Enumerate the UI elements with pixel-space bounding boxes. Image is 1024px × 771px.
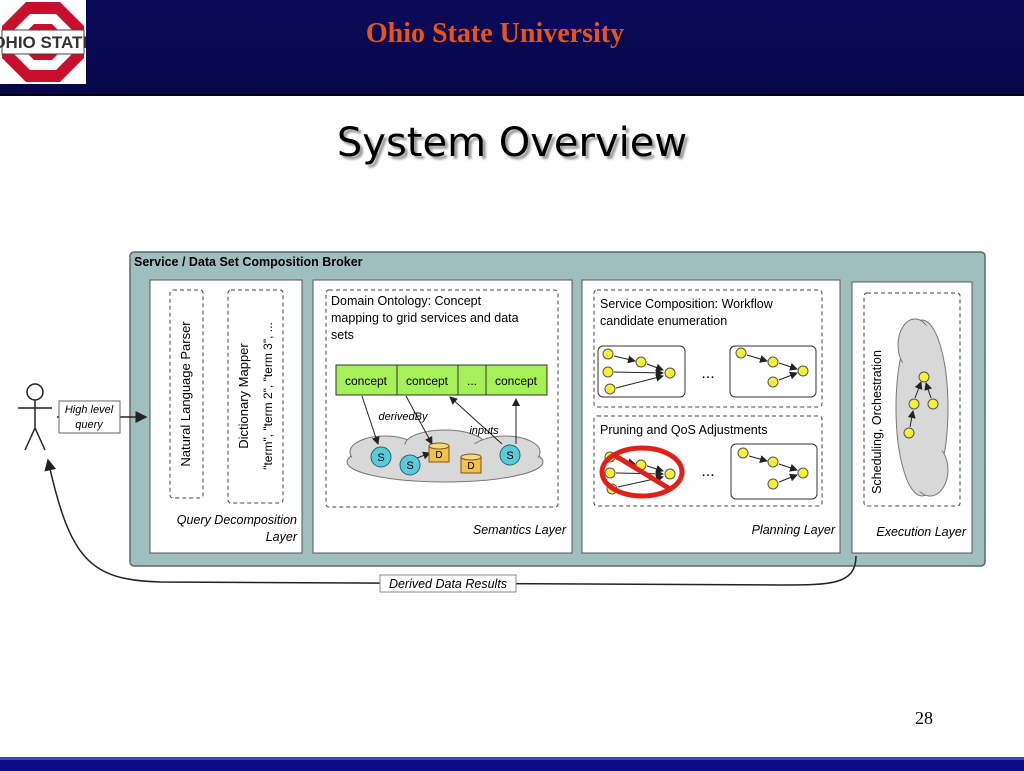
logo-text: OHIO STATE (0, 33, 86, 52)
concept-cell (457, 364, 487, 396)
slide-title: System Overview (336, 120, 688, 166)
derived-results-label: Derived Data Results (389, 577, 507, 591)
pruning-ellipsis: ... (701, 463, 714, 480)
system-overview-diagram: Service / Data Set Composition Broker Hi… (18, 251, 986, 593)
service-letter: S (506, 450, 513, 462)
domain-ontology-heading-2: mapping to grid services and data (331, 311, 519, 325)
planning-layer-label: Planning Layer (752, 523, 836, 537)
header-title: Ohio State University (365, 18, 625, 49)
query-decomposition-layer-label-2: Layer (266, 530, 298, 544)
derived-results-box (379, 574, 517, 593)
concept-label: concept (345, 374, 388, 388)
concept-label: ... (467, 374, 477, 388)
high-level-query-label-1: High level (65, 404, 114, 416)
execution-layer-label: Execution Layer (876, 525, 966, 539)
dictionary-mapper-box (227, 289, 284, 504)
data-letter: D (435, 450, 442, 461)
natural-language-parser-label: Natural Language Parser (178, 321, 193, 467)
pruning-heading: Pruning and QoS Adjustments (600, 423, 767, 437)
concept-label: concept (495, 374, 538, 388)
execution-workflow (903, 371, 939, 439)
footer-bar (0, 757, 1024, 771)
service-node: S (399, 454, 421, 476)
semantics-layer-label: Semantics Layer (473, 523, 567, 537)
service-letter: S (406, 460, 413, 472)
prohibited-icon (599, 445, 685, 499)
workflow-candidate (597, 345, 686, 398)
dictionary-mapper-terms: "term", "term 2", "term 3", ... (261, 322, 275, 470)
service-letter: S (377, 452, 384, 464)
service-node: S (370, 446, 392, 468)
high-level-query-box (58, 400, 121, 434)
concept-label: concept (406, 374, 449, 388)
page-number: 28 (915, 708, 933, 728)
data-letter: D (467, 461, 474, 472)
data-node: D (428, 442, 450, 463)
dictionary-mapper-title: Dictionary Mapper (236, 343, 251, 449)
service-composition-heading-2: candidate enumeration (600, 314, 727, 328)
derived-by-label: derivedBy (379, 411, 429, 423)
concept-cell (485, 364, 548, 396)
scheduling-label: Scheduling, Orchestration (870, 350, 884, 494)
concept-row: concept concept ... concept (335, 364, 548, 396)
service-node: S (499, 444, 521, 466)
workflow-candidate (729, 345, 817, 398)
concept-cell (396, 364, 459, 396)
broker-title: Service / Data Set Composition Broker (134, 255, 363, 269)
concept-cell (335, 364, 398, 396)
user-icon (18, 383, 52, 451)
data-node: D (460, 453, 482, 474)
service-composition-heading-1: Service Composition: Workflow (600, 297, 774, 311)
domain-ontology-heading-3: sets (331, 328, 354, 342)
inputs-label: inputs (469, 425, 499, 437)
natural-language-parser-box (169, 289, 204, 499)
workflow-candidate (730, 443, 818, 500)
derived-results-arrow (44, 458, 857, 586)
composition-ellipsis: ... (701, 365, 714, 382)
high-level-query-label-2: query (75, 419, 104, 431)
university-logo: OHIO STATE (0, 0, 94, 84)
header-bar: OHIO STATE Ohio State University (0, 0, 1024, 96)
query-decomposition-layer-label-1: Query Decomposition (177, 513, 297, 527)
domain-ontology-heading-1: Domain Ontology: Concept (331, 294, 482, 308)
pruned-workflow-candidate (599, 445, 685, 499)
